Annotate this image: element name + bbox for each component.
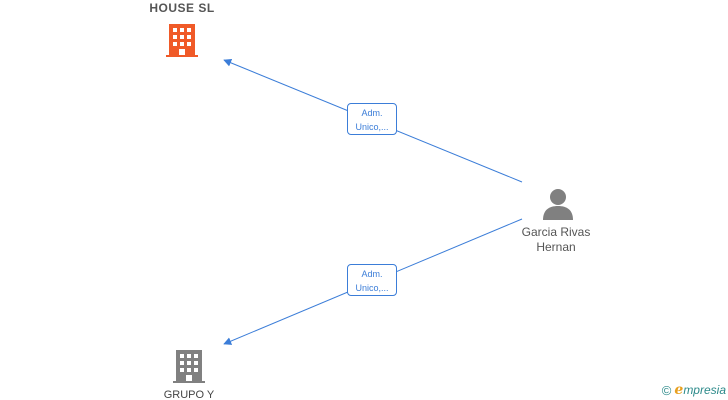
- person-name[interactable]: Garcia Rivas Hernan: [500, 225, 612, 255]
- edge-label-role[interactable]: Adm. Unico,...: [347, 264, 397, 296]
- brand-first-letter: e: [674, 382, 684, 398]
- edge-label-line2: Unico,...: [355, 122, 389, 132]
- edge-label-role[interactable]: Adm. Unico,...: [347, 103, 397, 135]
- company-name-grupo[interactable]: GRUPO Y: [163, 389, 215, 400]
- building-icon[interactable]: [166, 22, 198, 58]
- building-icon[interactable]: [173, 348, 205, 384]
- edge-label-line1: Adm.: [361, 269, 383, 279]
- person-icon[interactable]: [541, 188, 575, 220]
- copyright-symbol: ©: [661, 382, 672, 398]
- edge-label-line2: Unico,...: [355, 283, 389, 293]
- brand-logo: © e mpresia: [662, 382, 726, 398]
- company-name-house[interactable]: HOUSE SL: [149, 1, 215, 15]
- edge-label-line1: Adm.: [361, 108, 383, 118]
- person-name-line1: Garcia Rivas: [521, 225, 591, 239]
- brand-name: mpresia: [683, 383, 726, 397]
- person-name-line2: Hernan: [536, 240, 576, 254]
